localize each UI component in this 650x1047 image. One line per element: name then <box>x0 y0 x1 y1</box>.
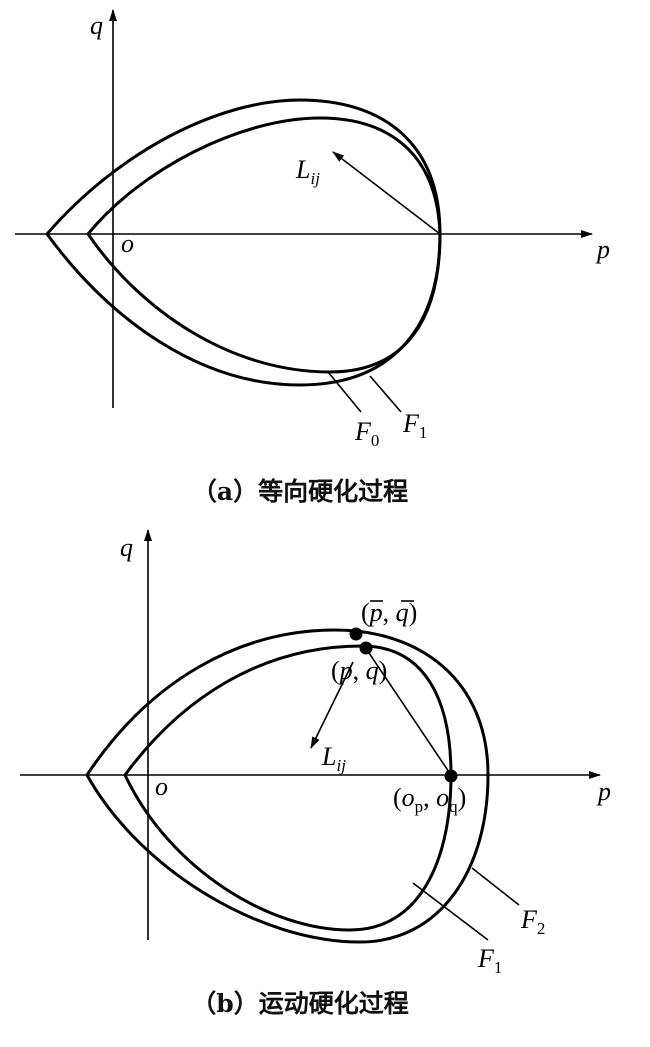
q-axis-label: q <box>120 533 133 562</box>
caption-a: （a）等向硬化过程 <box>192 477 408 506</box>
yield-surface-f1 <box>123 644 453 932</box>
yield-surface-f2 <box>85 628 490 944</box>
f2-leader-line <box>471 867 520 906</box>
panel-isotropic-hardening: q p o Lij F0 F1 （a）等向硬化过程 <box>15 9 610 506</box>
panel-kinematic-hardening: q p o (p, q) (p, q) Lij (op, oq) F2 F1 <box>20 529 611 1018</box>
f1-leader-line <box>369 375 402 413</box>
loading-direction-arrow <box>332 151 441 235</box>
f0-leader-line <box>327 371 362 413</box>
point-bar-label: (p, q) <box>361 598 417 627</box>
origin-label: o <box>121 229 134 258</box>
origin-label: o <box>155 772 168 801</box>
f2-label: F2 <box>520 905 545 938</box>
p-axis-label: p <box>596 777 611 806</box>
vector-label-lij: Lij <box>295 155 320 188</box>
f0-label: F0 <box>354 417 379 450</box>
point-current-label: (p, q) <box>331 656 387 685</box>
f1-label: F1 <box>477 944 502 977</box>
vector-label-lij: Lij <box>321 742 346 775</box>
center-label: (op, oq) <box>393 783 466 816</box>
q-axis-label: q <box>90 11 103 40</box>
point-p-q <box>359 641 373 655</box>
caption-b: （b）运动硬化过程 <box>191 989 408 1018</box>
yield-surface-f1 <box>45 98 442 387</box>
point-p-bar-q-bar <box>349 627 363 641</box>
loading-direction-arrow <box>310 661 354 749</box>
yield-surface-f0 <box>86 116 442 374</box>
p-axis-label: p <box>595 235 610 264</box>
center-to-point-line <box>364 646 452 776</box>
point-center-op-oq <box>444 769 458 783</box>
f1-leader-line <box>412 882 489 941</box>
f1-label: F1 <box>402 409 427 442</box>
